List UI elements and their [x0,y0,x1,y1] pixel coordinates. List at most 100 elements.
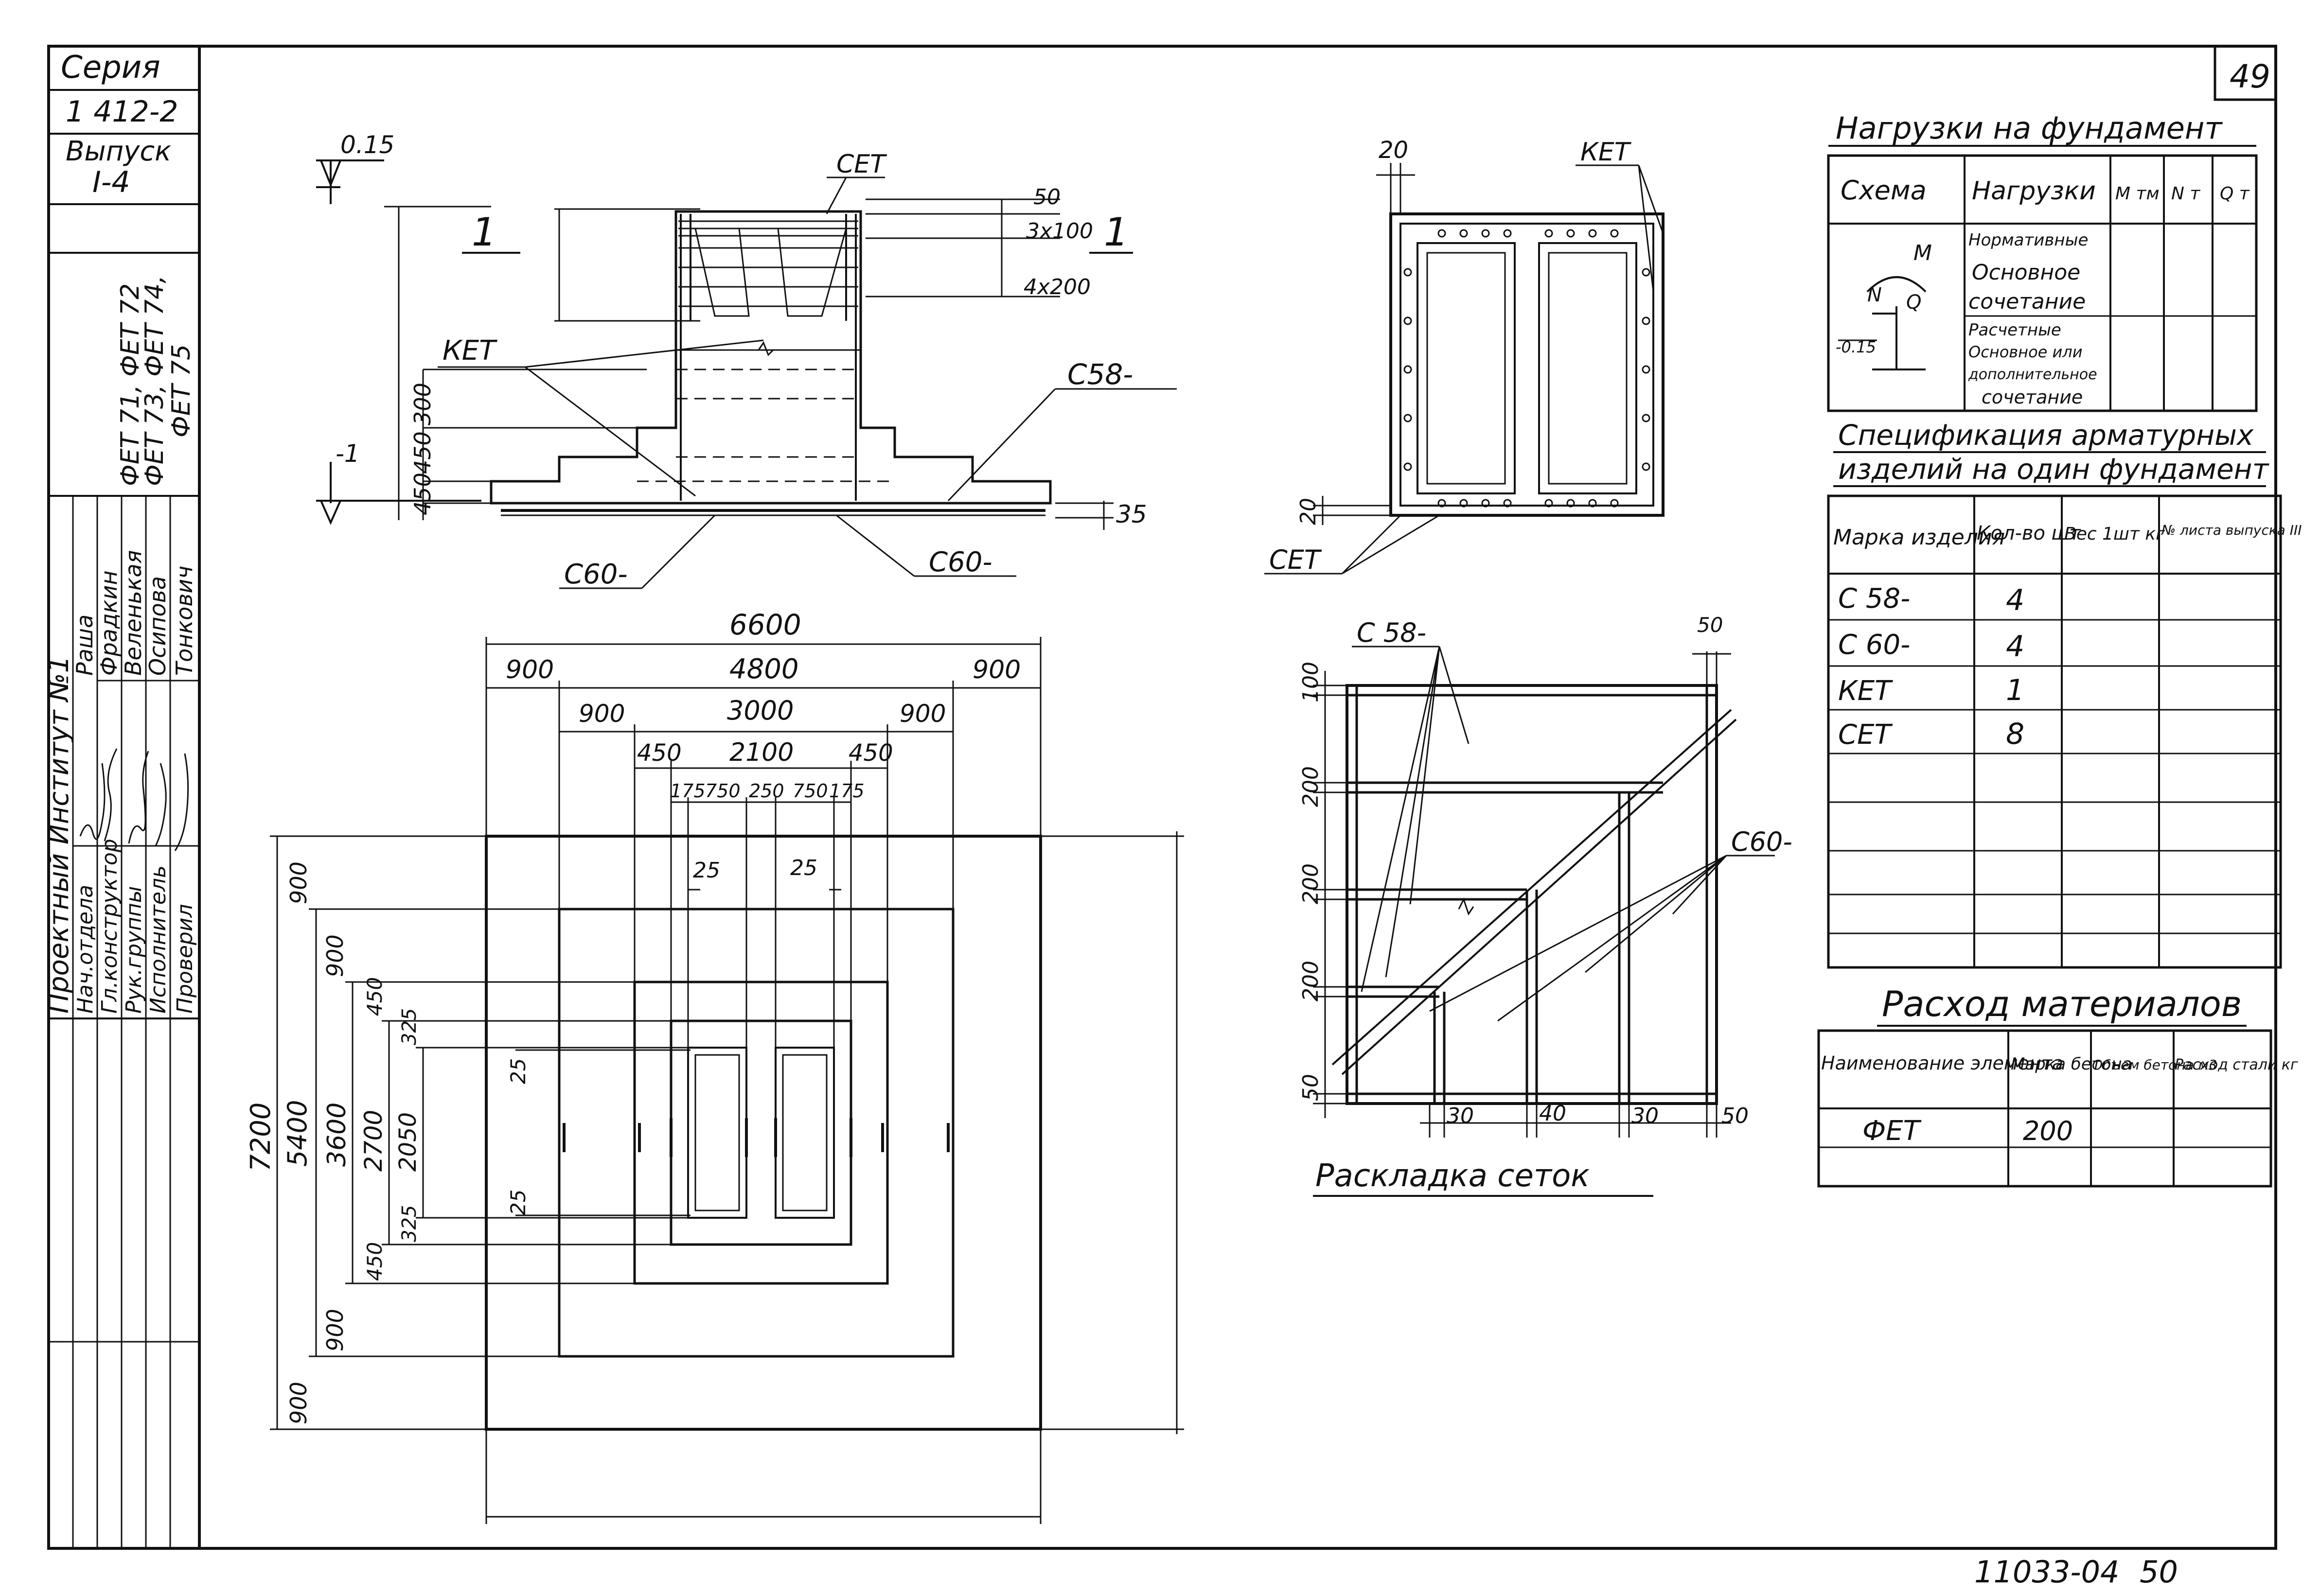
section-dim-35: 35 [1116,500,1147,528]
loads-row2-line3: дополнительное [1968,366,2097,383]
stamp-role-2: Гл.конструктор [97,839,122,1014]
loads-header-m: М тм [2115,184,2160,204]
plan-dim-325-left-1: 325 [398,1008,421,1045]
plan-dim-900-left-3: 900 [322,1309,348,1351]
series-value: 1 412-2 [66,95,178,129]
loads-row1-line2: Основное [1972,260,2080,285]
stamp-name-4: Осипова [144,576,171,676]
mesh-layout-view: С 58- С60- 100 200 200 200 50 30 40 30 5… [1298,613,1792,1197]
plan-dim-25-b: 25 [790,856,817,880]
plan-dim-325-left-2: 325 [398,1205,421,1242]
plan-dim-175-a: 175 [670,780,706,802]
materials-header-name: Наименование элемента [1821,1052,2063,1074]
plan-dim-250: 250 [749,780,784,802]
loads-row1-line1: Нормативные [1968,230,2088,250]
spec-row3-mark: КЕТ [1838,675,1893,707]
plan-dim-900-left-2: 900 [322,934,348,977]
footer-page: 50 [2140,1554,2178,1590]
plan-dim-450-left-2: 450 [363,1242,387,1281]
mesh-dim-bottom-30-a: 30 [1447,1104,1474,1128]
plan-dim-25-a: 25 [693,858,720,883]
plan-dim-900-c: 900 [579,700,625,728]
materials-table: Расход материалов Наименование элемента … [1817,983,2298,1188]
footer-code: 11033-04 [1974,1554,2120,1590]
spec-row4-mark: СЕТ [1838,719,1893,751]
spec-row2-mark: С 60- [1838,629,1910,661]
stamp-role-3: Рук.группы [122,886,146,1014]
stamp-name-2: Фрадкин [96,570,122,676]
spec-row1-mark: С 58- [1838,583,1910,614]
plan-dim-2100: 2100 [729,738,794,767]
spec-header-sheet: № листа выпуска III [2161,522,2302,538]
plan-dim-5400: 5400 [282,1100,313,1167]
spec-row2-qty: 4 [2006,630,2024,664]
spec-header-mark: Марка изделия [1833,525,2005,550]
materials-row1-name: ФЕТ [1862,1115,1922,1147]
stamp-marks-line1: ФЕТ 71, ФЕТ 72 [116,283,145,486]
loads-table-title: Нагрузки на фундамент [1836,110,2223,146]
section-dim-right-3: 4x200 [1024,275,1091,299]
reinforcement-cage-view: 20 20 КЕТ СЕТ [1264,137,1665,575]
plan-dim-3600: 3600 [322,1103,352,1167]
section-dim-left-1: 300 [409,383,436,425]
series-label: Серия [61,50,160,86]
plan-dim-4800: 4800 [729,653,799,685]
mesh-label-c58: С 58- [1357,617,1426,648]
plan-dim-900-a: 900 [506,655,554,684]
cage-dim-20-side: 20 [1296,498,1321,525]
loads-scheme-n: N [1867,284,1882,306]
plan-dim-900-b: 900 [973,655,1021,684]
stamp-role-1: Нач.отдела [73,885,98,1014]
section-dim-left-3: 450 [409,473,436,515]
cage-label-ket: КЕТ [1580,138,1632,167]
mesh-dim-left-200-b: 200 [1298,863,1323,904]
stamp-role-4: Исполнитель [146,865,171,1014]
materials-row1-grade: 200 [2023,1116,2073,1146]
stamp-marks-line3: ФЕТ 75 [167,344,196,438]
outer-frame [47,45,2277,1550]
materials-title: Расход материалов [1882,983,2242,1024]
section-cut-label-right: 1 [1104,210,1129,255]
plan-dim-750-a: 750 [705,780,741,802]
spec-title-line2: изделий на один фундамент [1838,453,2270,486]
stamp-name-3: Веленькая [120,550,146,676]
loads-row2-line1: Расчетные [1968,320,2061,340]
stamp-institute: Проектный Институт №1 [43,656,75,1014]
plan-dim-2050: 2050 [394,1112,422,1172]
plan-dim-450-b: 450 [849,739,893,767]
stamp-marks-line2: ФЕТ 73, ФЕТ 74, [140,275,169,486]
section-label-cet: СЕТ [836,150,887,179]
loads-row1-line3: сочетание [1968,289,2086,314]
loads-scheme-m: M [1913,241,1932,265]
stamp-name-5: Тонкович [171,566,197,676]
plan-dim-6600: 6600 [729,608,801,641]
mesh-label-c60: С60- [1731,826,1792,857]
section-label-c58: С58- [1067,358,1133,391]
plan-dim-900-d: 900 [900,700,946,728]
loads-scheme-q: Q [1906,291,1921,314]
elev-top-value: 0.15 [340,131,394,159]
section-dim-right-1: 50 [1033,185,1061,210]
section-label-c60-left: С60- [564,559,628,590]
plan-dim-750-b: 750 [793,780,828,802]
issue-label: Выпуск [66,136,171,167]
mesh-dim-top-50: 50 [1697,613,1723,637]
section-dim-right-2: 3x100 [1026,219,1093,244]
loads-header-scheme: Схема [1841,175,1927,206]
stamp-role-5: Проверил [173,904,197,1014]
plan-dim-900-left-4: 900 [285,1382,312,1424]
loads-table: Нагрузки на фундамент Схема Нагрузки М т… [1827,110,2258,412]
spec-row4-qty: 8 [2006,717,2024,751]
spec-table: Спецификация арматурных изделий на один … [1827,419,2302,969]
plan-dim-450-a: 450 [637,739,682,767]
loads-header-loads: Нагрузки [1972,176,2096,206]
section-dim-left-2: 450 [409,431,436,474]
plan-dim-2700: 2700 [359,1110,388,1172]
sheet-number-box: 49 [2214,46,2276,101]
mesh-dim-left-50: 50 [1298,1074,1323,1101]
plan-dim-900-left-1: 900 [285,861,312,904]
mesh-dim-bottom-50: 50 [1721,1104,1749,1128]
materials-header-grade: Марка бетона [2011,1054,2132,1074]
foundation-section: 0.15 -1 1 1 300 450 450 50 3x100 4x200 3… [316,131,1177,590]
elev-bottom-value: -1 [336,439,360,468]
